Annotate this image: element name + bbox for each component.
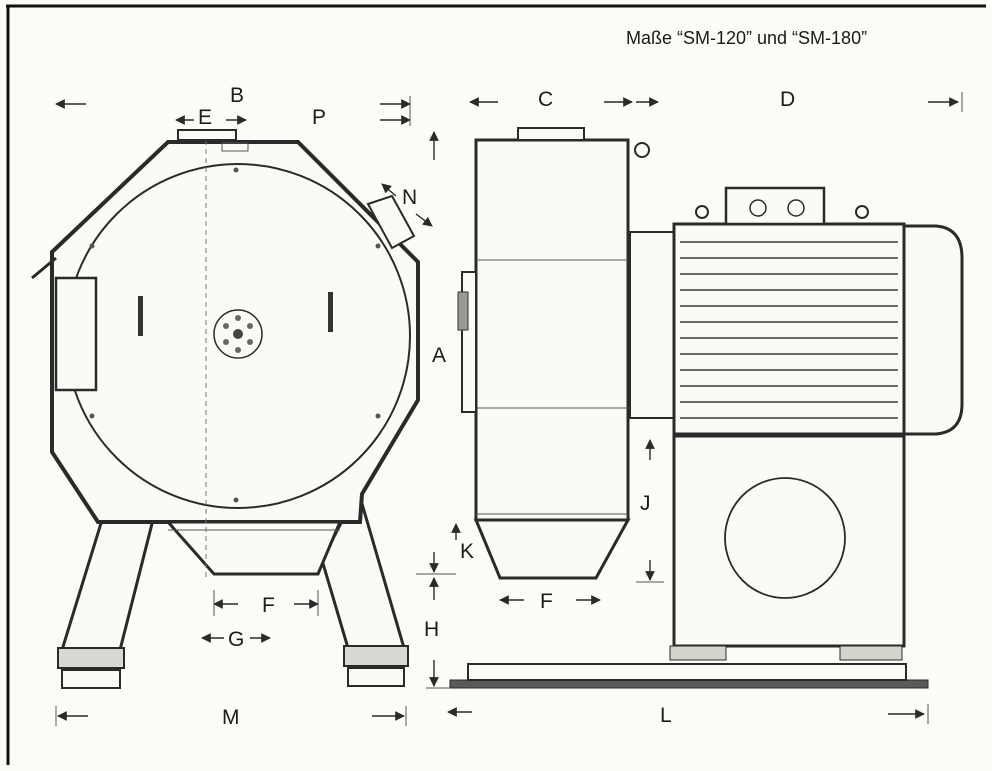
right-foot-pad: [343, 645, 409, 667]
dim-label-c: C: [538, 88, 553, 111]
base-plate: [449, 679, 929, 689]
motor-stand: [672, 434, 906, 648]
side-view: [457, 127, 650, 580]
dim-label-h: H: [424, 618, 439, 641]
stand-pad-right: [839, 645, 903, 661]
left-foot-pad: [57, 647, 125, 669]
left-foot: [61, 669, 121, 689]
door-latch: [457, 291, 469, 331]
lifting-eye-right: [855, 205, 869, 219]
fan-cowl: [902, 224, 964, 436]
dim-label-m: M: [222, 706, 240, 729]
nameplate: [221, 142, 249, 152]
side-top-inlet: [517, 127, 585, 141]
stand-opening: [724, 477, 846, 599]
terminal-box: [724, 186, 826, 226]
dim-label-b: B: [230, 84, 244, 107]
right-slot: [328, 292, 333, 332]
side-outlet: [366, 194, 416, 250]
door-handle: [31, 256, 57, 280]
dimension-labels: B E P C D N A J K H F F G M L: [198, 84, 795, 729]
dim-label-f-right: F: [540, 590, 553, 613]
dimension-arrows: [55, 92, 963, 726]
base-frame: [467, 663, 907, 681]
dim-label-p: P: [312, 106, 326, 129]
dim-label-a: A: [432, 344, 446, 367]
side-hinge: [634, 142, 650, 158]
motor-body: [672, 222, 906, 436]
dim-label-f-left: F: [262, 594, 275, 617]
side-housing: [474, 138, 630, 522]
dim-label-k: K: [460, 540, 474, 563]
drawing-title: Maße “SM-120” und “SM-180”: [626, 28, 867, 48]
top-inlet: [177, 129, 237, 141]
side-hopper: [473, 518, 631, 580]
lifting-eye-left: [695, 205, 709, 219]
stand-pad-left: [669, 645, 727, 661]
side-door: [54, 276, 98, 392]
motor-coupling: [629, 231, 675, 419]
left-slot: [138, 296, 143, 336]
dim-label-l: L: [660, 704, 672, 727]
hub-center: [233, 329, 243, 339]
right-foot: [347, 667, 405, 687]
cooling-fins: [680, 241, 898, 419]
dim-label-d: D: [780, 88, 795, 111]
dim-label-j: J: [640, 492, 651, 515]
dim-label-g: G: [228, 628, 244, 651]
bottom-hopper: [164, 520, 343, 576]
front-view: [31, 129, 420, 689]
motor-assembly: [449, 186, 964, 689]
dim-label-e: E: [198, 106, 212, 129]
dim-label-n: N: [402, 186, 417, 209]
rotor-hub: [213, 309, 263, 359]
